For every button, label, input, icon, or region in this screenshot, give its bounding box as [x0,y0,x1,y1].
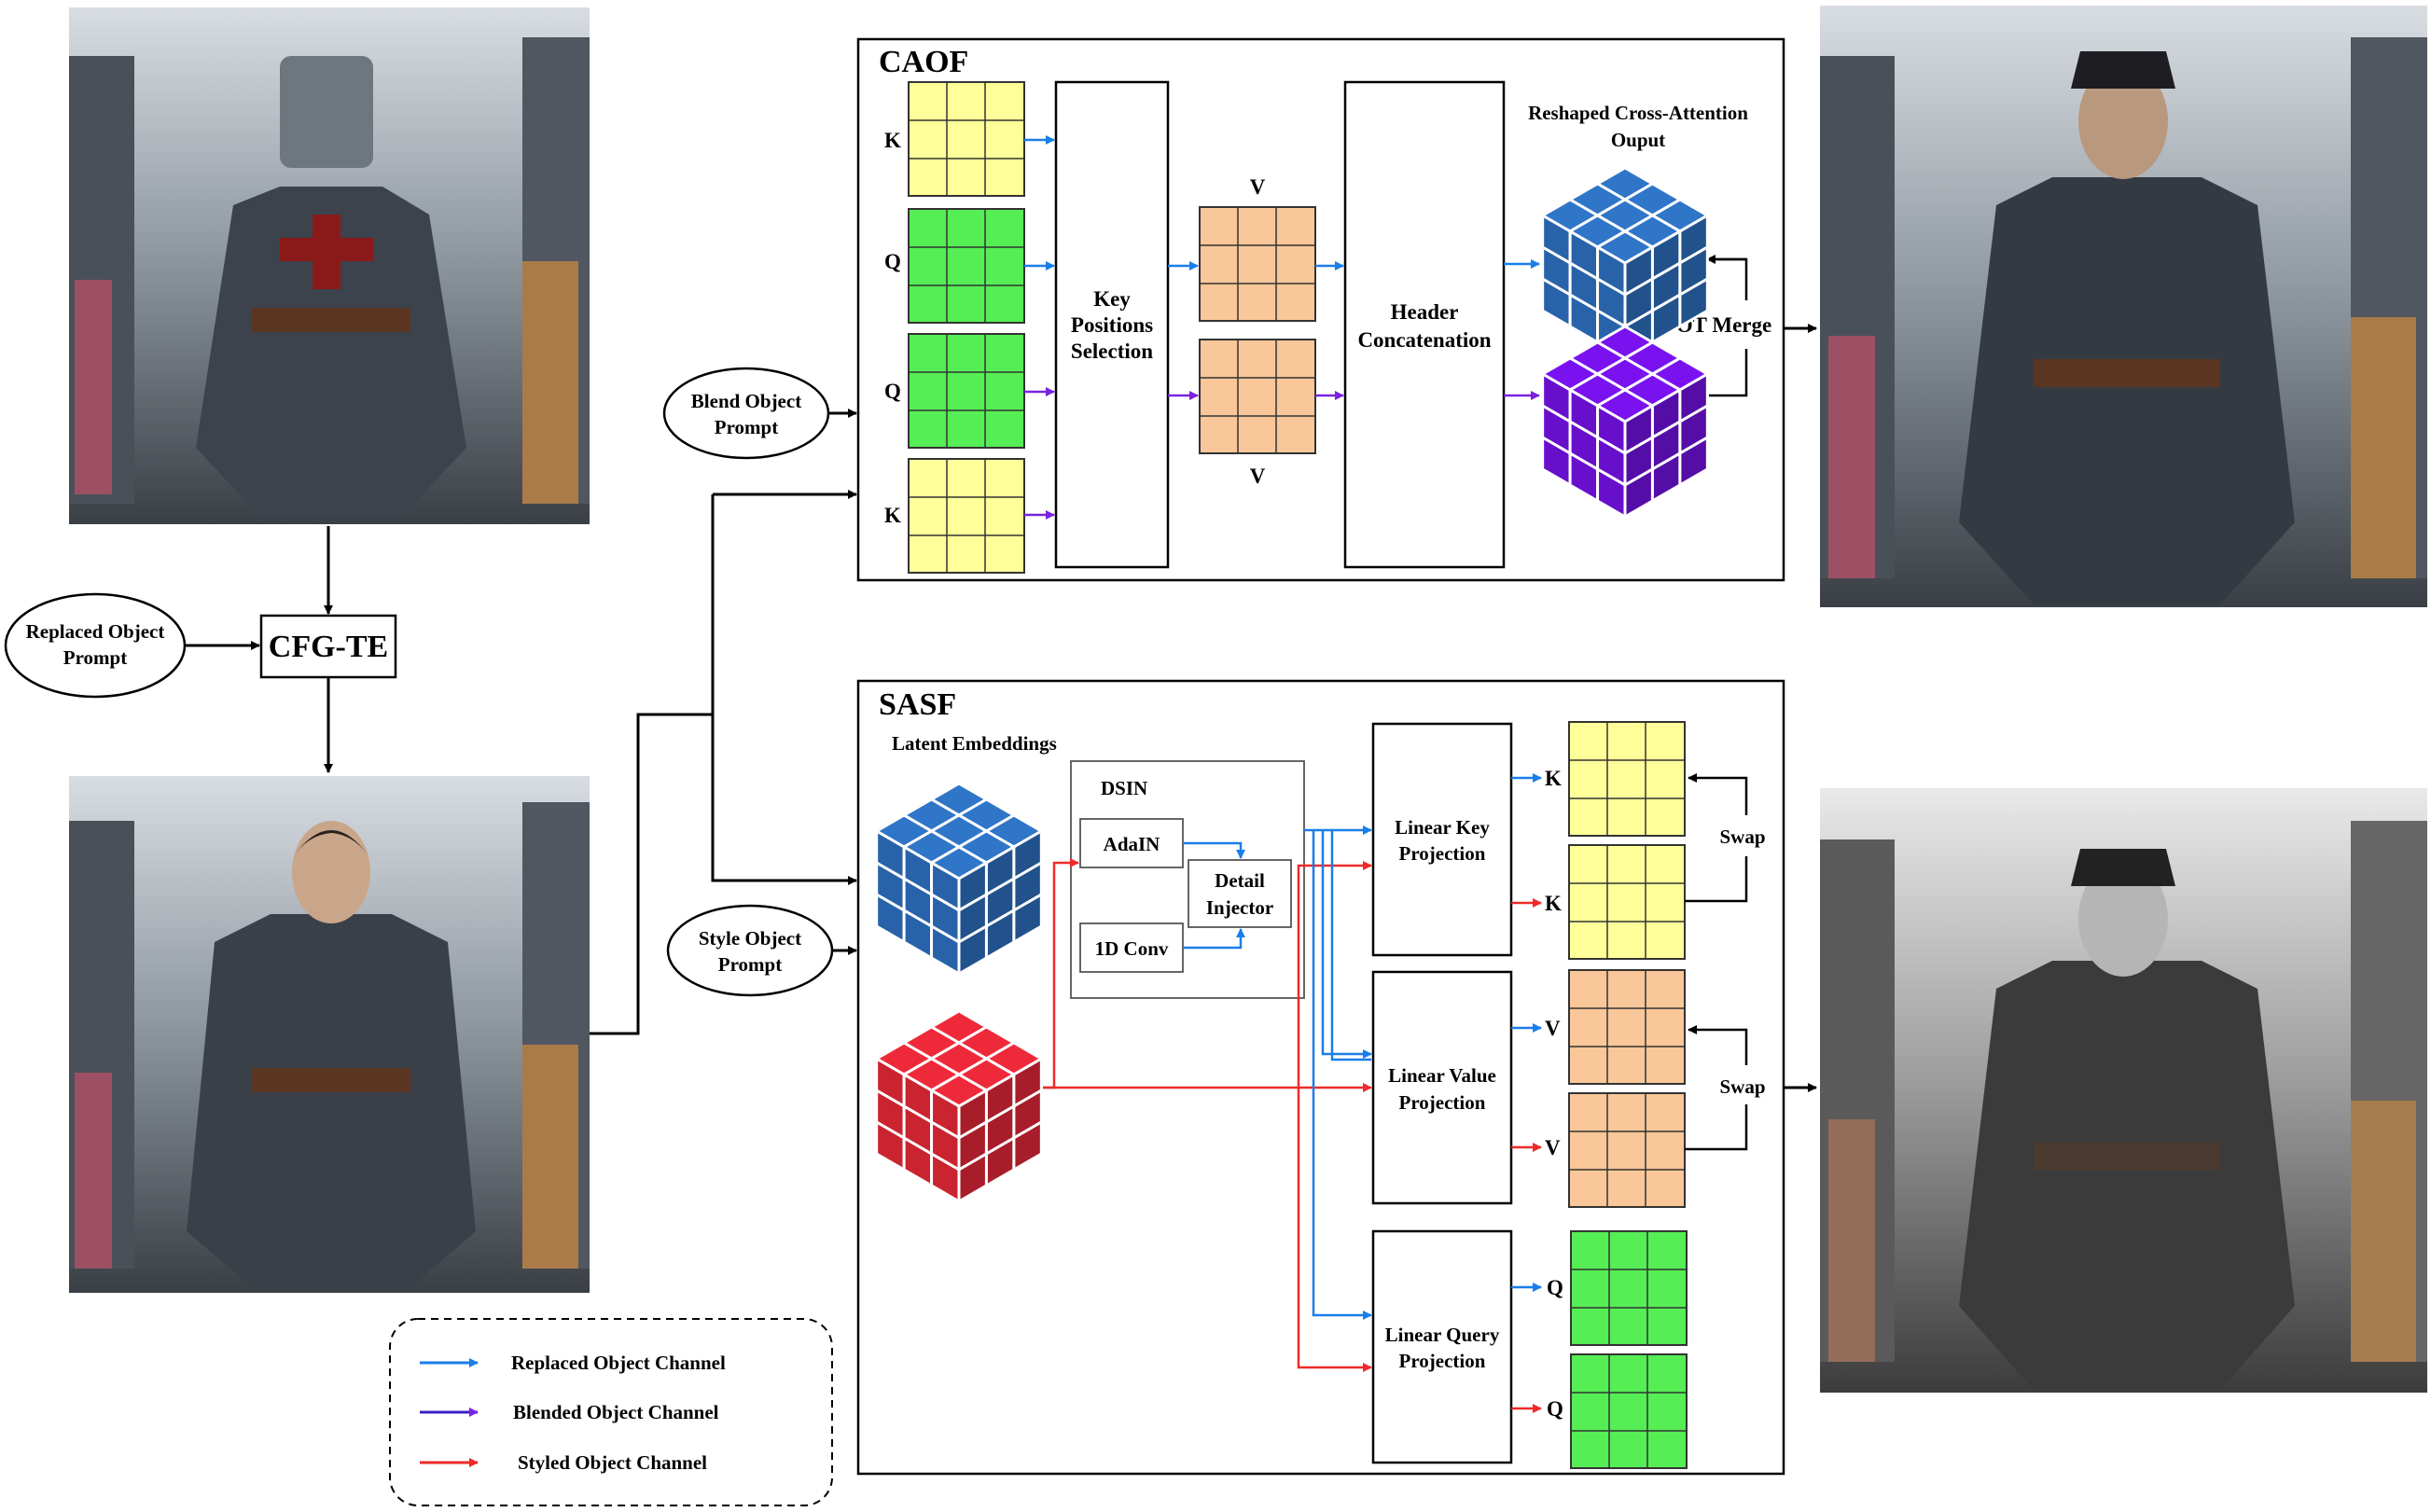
blue-to-value-b [1330,830,1371,1061]
linear-value-line1: Linear Value [1388,1064,1496,1087]
caof-v-bottom-label: V [1250,465,1266,488]
sasf-k1-matrix [1568,721,1686,837]
linear-key-line1: Linear Key [1395,816,1490,839]
sasf-k2-label: K [1545,892,1562,915]
arrow-adain-to-detail [1183,841,1245,859]
latent-blue-cube-cell [1012,892,1043,945]
connector-leo [590,713,713,1035]
swap2-bracket-bottom [1685,1104,1748,1151]
cube-layer [873,166,1711,1204]
red-to-key [1297,861,1372,1088]
swap1-bracket-bottom [1685,856,1748,903]
sasf-q2-matrix [1570,1353,1688,1469]
blue-to-value-a [1321,830,1372,1059]
reshaped-blue-cube-cell [1678,276,1709,329]
sasf-v2-label: V [1545,1136,1561,1159]
legend-box [389,1318,833,1506]
sasf-v2-matrix [1568,1092,1686,1208]
detail-injector-line1: Detail [1215,869,1265,892]
knight-image [69,7,590,524]
linear-value-line2: Projection [1399,1091,1486,1114]
caof-v-top-label: V [1250,175,1266,199]
caof-q-top-label: Q [884,250,901,273]
caof-k-top-matrix [908,81,1025,197]
swap1-label: Swap [1719,825,1765,848]
linear-query-line2: Projection [1399,1350,1486,1372]
blue-to-query [1312,830,1372,1320]
caof-title: CAOF [879,45,968,79]
caof-k-bottom-matrix [908,458,1025,574]
sasf-q2-label: Q [1547,1397,1563,1421]
key-positions-line3: Selection [1071,340,1153,363]
legend-blended: Blended Object Channel [513,1401,719,1423]
sasf-k1-label: K [1545,767,1562,790]
replaced-prompt-line1: Replaced Object [26,620,165,643]
latent-embeddings-label: Latent Embeddings [892,732,1057,755]
key-positions-line2: Positions [1071,313,1153,337]
legend-styled: Styled Object Channel [518,1451,707,1474]
detail-injector-box [1188,859,1292,928]
linear-query-line1: Linear Query [1385,1324,1500,1346]
sasf-k2-matrix [1568,844,1686,960]
blend-prompt-line1: Blend Object [691,390,801,412]
linear-key-box [1371,722,1513,957]
conv-label: 1D Conv [1095,937,1169,960]
conv-box [1079,922,1184,973]
key-positions-box [1054,80,1170,569]
header-concat-box [1343,80,1506,569]
swap2-label: Swap [1719,1075,1765,1098]
sasf-title: SASF [879,687,956,722]
replaced-prompt-line2: Prompt [63,646,127,669]
styled-result-image [1820,788,2427,1393]
swap2-bracket-top [1688,1025,1748,1065]
arrow-conv-to-detail [1183,928,1245,950]
header-concat-line2: Concatenation [1357,328,1491,352]
latent-red-cube-cell [1012,1119,1043,1172]
style-prompt-line1: Style Object [699,927,801,950]
replaced-prompt-ellipse [4,592,187,699]
ot-merge-bracket-bottom [1709,349,1748,397]
style-prompt-line2: Prompt [718,953,782,976]
sasf-q1-matrix [1570,1230,1688,1346]
sasf-v1-label: V [1545,1017,1561,1040]
blended-result-image [1820,6,2427,607]
linear-key-line2: Projection [1399,842,1486,865]
cfg-te-box [259,614,397,679]
reshaped-label-line1: Reshaped Cross-Attention [1528,102,1748,124]
adain-box [1079,818,1184,868]
linear-value-box [1371,970,1513,1205]
reshaped-label-line2: Ouput [1611,129,1665,151]
caof-v-top-matrix [1199,206,1316,322]
blend-prompt-ellipse [662,367,830,460]
blend-prompt-line2: Prompt [715,416,778,438]
key-positions-line1: Key [1093,287,1131,311]
caof-k-bottom-label: K [884,504,901,527]
red-to-query [1297,1088,1372,1372]
caof-q-top-matrix [908,208,1025,324]
caof-q-bottom-label: Q [884,380,901,403]
swap1-bracket-top [1688,773,1748,815]
caof-q-bottom-matrix [908,333,1025,449]
reshaped-purple-cube-cell [1678,435,1709,488]
header-concat-line1: Header [1391,300,1459,324]
legend-replaced: Replaced Object Channel [511,1352,726,1374]
style-prompt-ellipse [666,904,834,997]
detail-injector-line2: Injector [1206,896,1273,919]
dsin-label: DSIN [1101,777,1147,799]
sasf-q1-label: Q [1547,1276,1563,1299]
arrow-to-sasf [711,494,857,885]
cfg-te-label: CFG-TE [269,630,388,664]
caof-v-bottom-matrix [1199,339,1316,454]
leo-image [69,776,590,1293]
sasf-v1-matrix [1568,969,1686,1085]
linear-query-box [1371,1229,1513,1464]
adain-label: AdaIN [1104,833,1160,855]
caof-k-top-label: K [884,129,901,152]
